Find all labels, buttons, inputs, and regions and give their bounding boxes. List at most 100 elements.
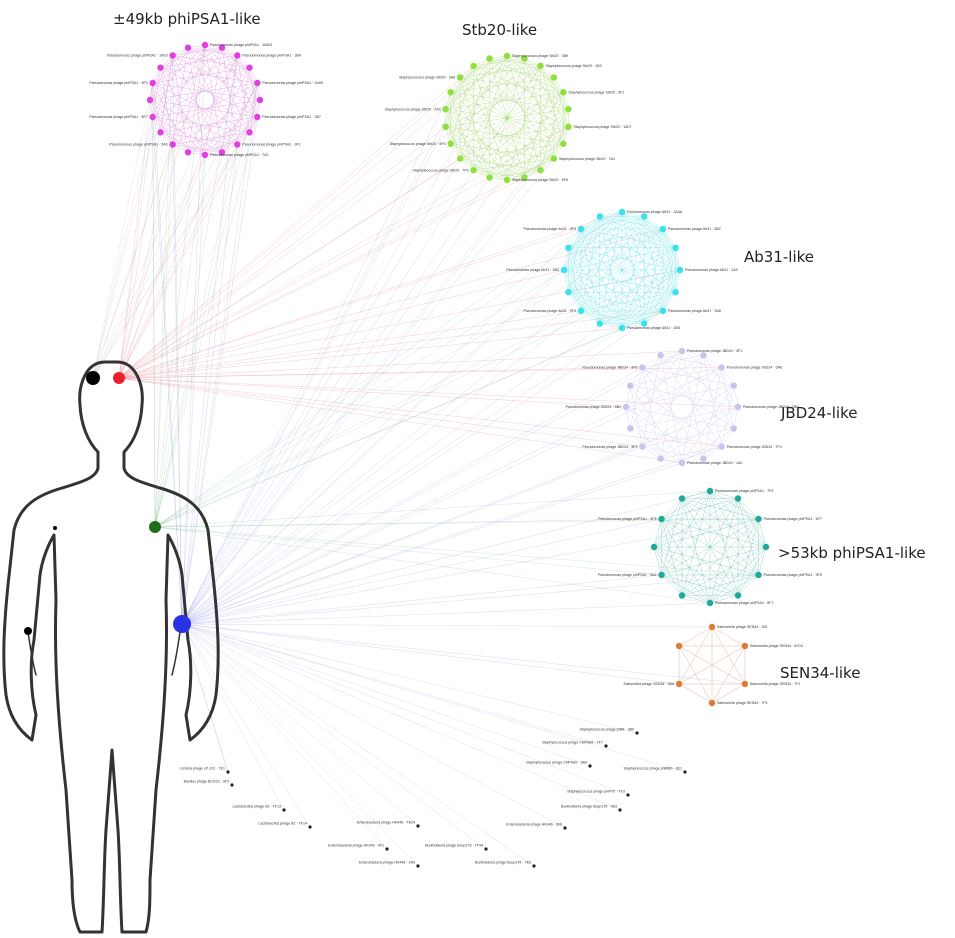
edge [450,143,554,159]
edge [172,132,250,145]
edge [642,355,661,447]
edge [621,211,645,217]
edge [661,498,739,576]
phage-node [385,847,389,851]
edge [580,216,601,312]
edge [580,216,645,230]
phage-node-label: Pseudomonas phage JBD24 · 3F1 [687,349,742,353]
edge [644,216,681,271]
host-edge [181,623,686,773]
phage-node-label: Salmonella phage SEN34 · 5A8 [623,682,674,686]
edge [445,77,461,127]
phage-node [201,41,209,49]
edge [445,58,490,127]
edge [563,269,676,293]
phage-node [201,151,209,159]
phage-node-label: Pseudomonas phage Ab31 · 5B2 [668,227,721,231]
host-edge [118,116,258,379]
phage-node [537,62,544,70]
edge [733,406,739,429]
phage-node [537,166,544,174]
edge [758,518,767,548]
edge [221,47,258,118]
host-edge [152,116,183,625]
edge [149,99,173,145]
host-edge [181,623,419,827]
edge [460,143,564,159]
phage-node [226,770,230,774]
edge [187,47,258,118]
phage-node [626,793,630,797]
phage-node-label: Pseudomonas phage JBD24 · 3F3 [582,445,637,449]
host-edge [181,490,711,625]
host-edge [118,92,564,379]
edge [580,310,623,329]
edge [149,99,258,118]
phage-node [640,320,648,327]
host-edge [181,623,311,828]
edge [473,58,525,67]
edge [681,498,759,576]
host-edge [118,350,683,379]
edge [599,211,623,324]
edge [187,47,238,56]
edge [660,350,683,356]
phage-node-label: Listeria phage LP-101 · 7E1 [180,767,225,771]
host-edge [181,623,419,867]
edge [460,55,508,78]
phage-node [521,55,528,62]
host-edge [154,211,623,528]
host-edge [154,526,759,576]
host-edge [181,623,713,628]
host-edge [92,116,258,379]
phage-node-label: Pseudomonas phage JBD24 · 7F4 [727,445,782,449]
edge [489,109,569,178]
host-edge [92,44,206,379]
edge [660,355,739,408]
host-edge [181,623,535,867]
edge [473,126,569,171]
edge [660,350,683,459]
phage-node-label: Pseudomonas phage phiPSA1 · 3B4 [242,54,301,58]
edge [563,269,569,293]
edge [599,211,623,217]
host-edge [152,116,156,528]
phage-node [718,364,725,371]
edge [221,82,258,153]
phage-node-label: Staphylococcus phage phiP97 · TF3 [567,790,625,794]
phage-node [442,123,449,131]
phage-node [470,62,477,70]
edge [473,65,569,110]
edge [661,498,683,520]
phage-node [706,487,714,495]
host-edge [154,526,662,576]
phage-node-label: Pseudomonas phage phiPSA1 · 8F7 [89,115,147,119]
phage-node [447,140,454,147]
phage-node-label: Pseudomonas phage Ab31 · 3F4 [523,227,576,231]
host-edge [154,144,173,528]
edge [568,228,582,248]
edge [204,44,223,153]
host-edge [118,228,582,379]
edge [681,355,704,464]
edge [473,169,525,178]
edge [580,310,645,324]
edge [599,323,623,329]
edge [187,55,238,153]
scattered-phage-nodes: Staphylococcus phage phiM · 3B0Staphyloc… [180,728,687,868]
phage-node [622,403,630,411]
edge [709,490,739,596]
phage-node-label: Burkholderia phage Bcep176 · TF34 [425,844,483,848]
host-edge [118,144,173,379]
edge [160,67,206,156]
phage-node [577,307,585,315]
phage-node-label: Pseudomonas phage JBD24 · 2B0 [743,405,798,409]
body-site-nodes [24,371,191,635]
phage-node [486,55,493,62]
host-edge [118,269,565,379]
edge [152,67,250,118]
edge [580,228,645,324]
edge [445,65,474,110]
cluster-title-sen34: SEN34-like [780,664,860,682]
edge [625,406,631,429]
